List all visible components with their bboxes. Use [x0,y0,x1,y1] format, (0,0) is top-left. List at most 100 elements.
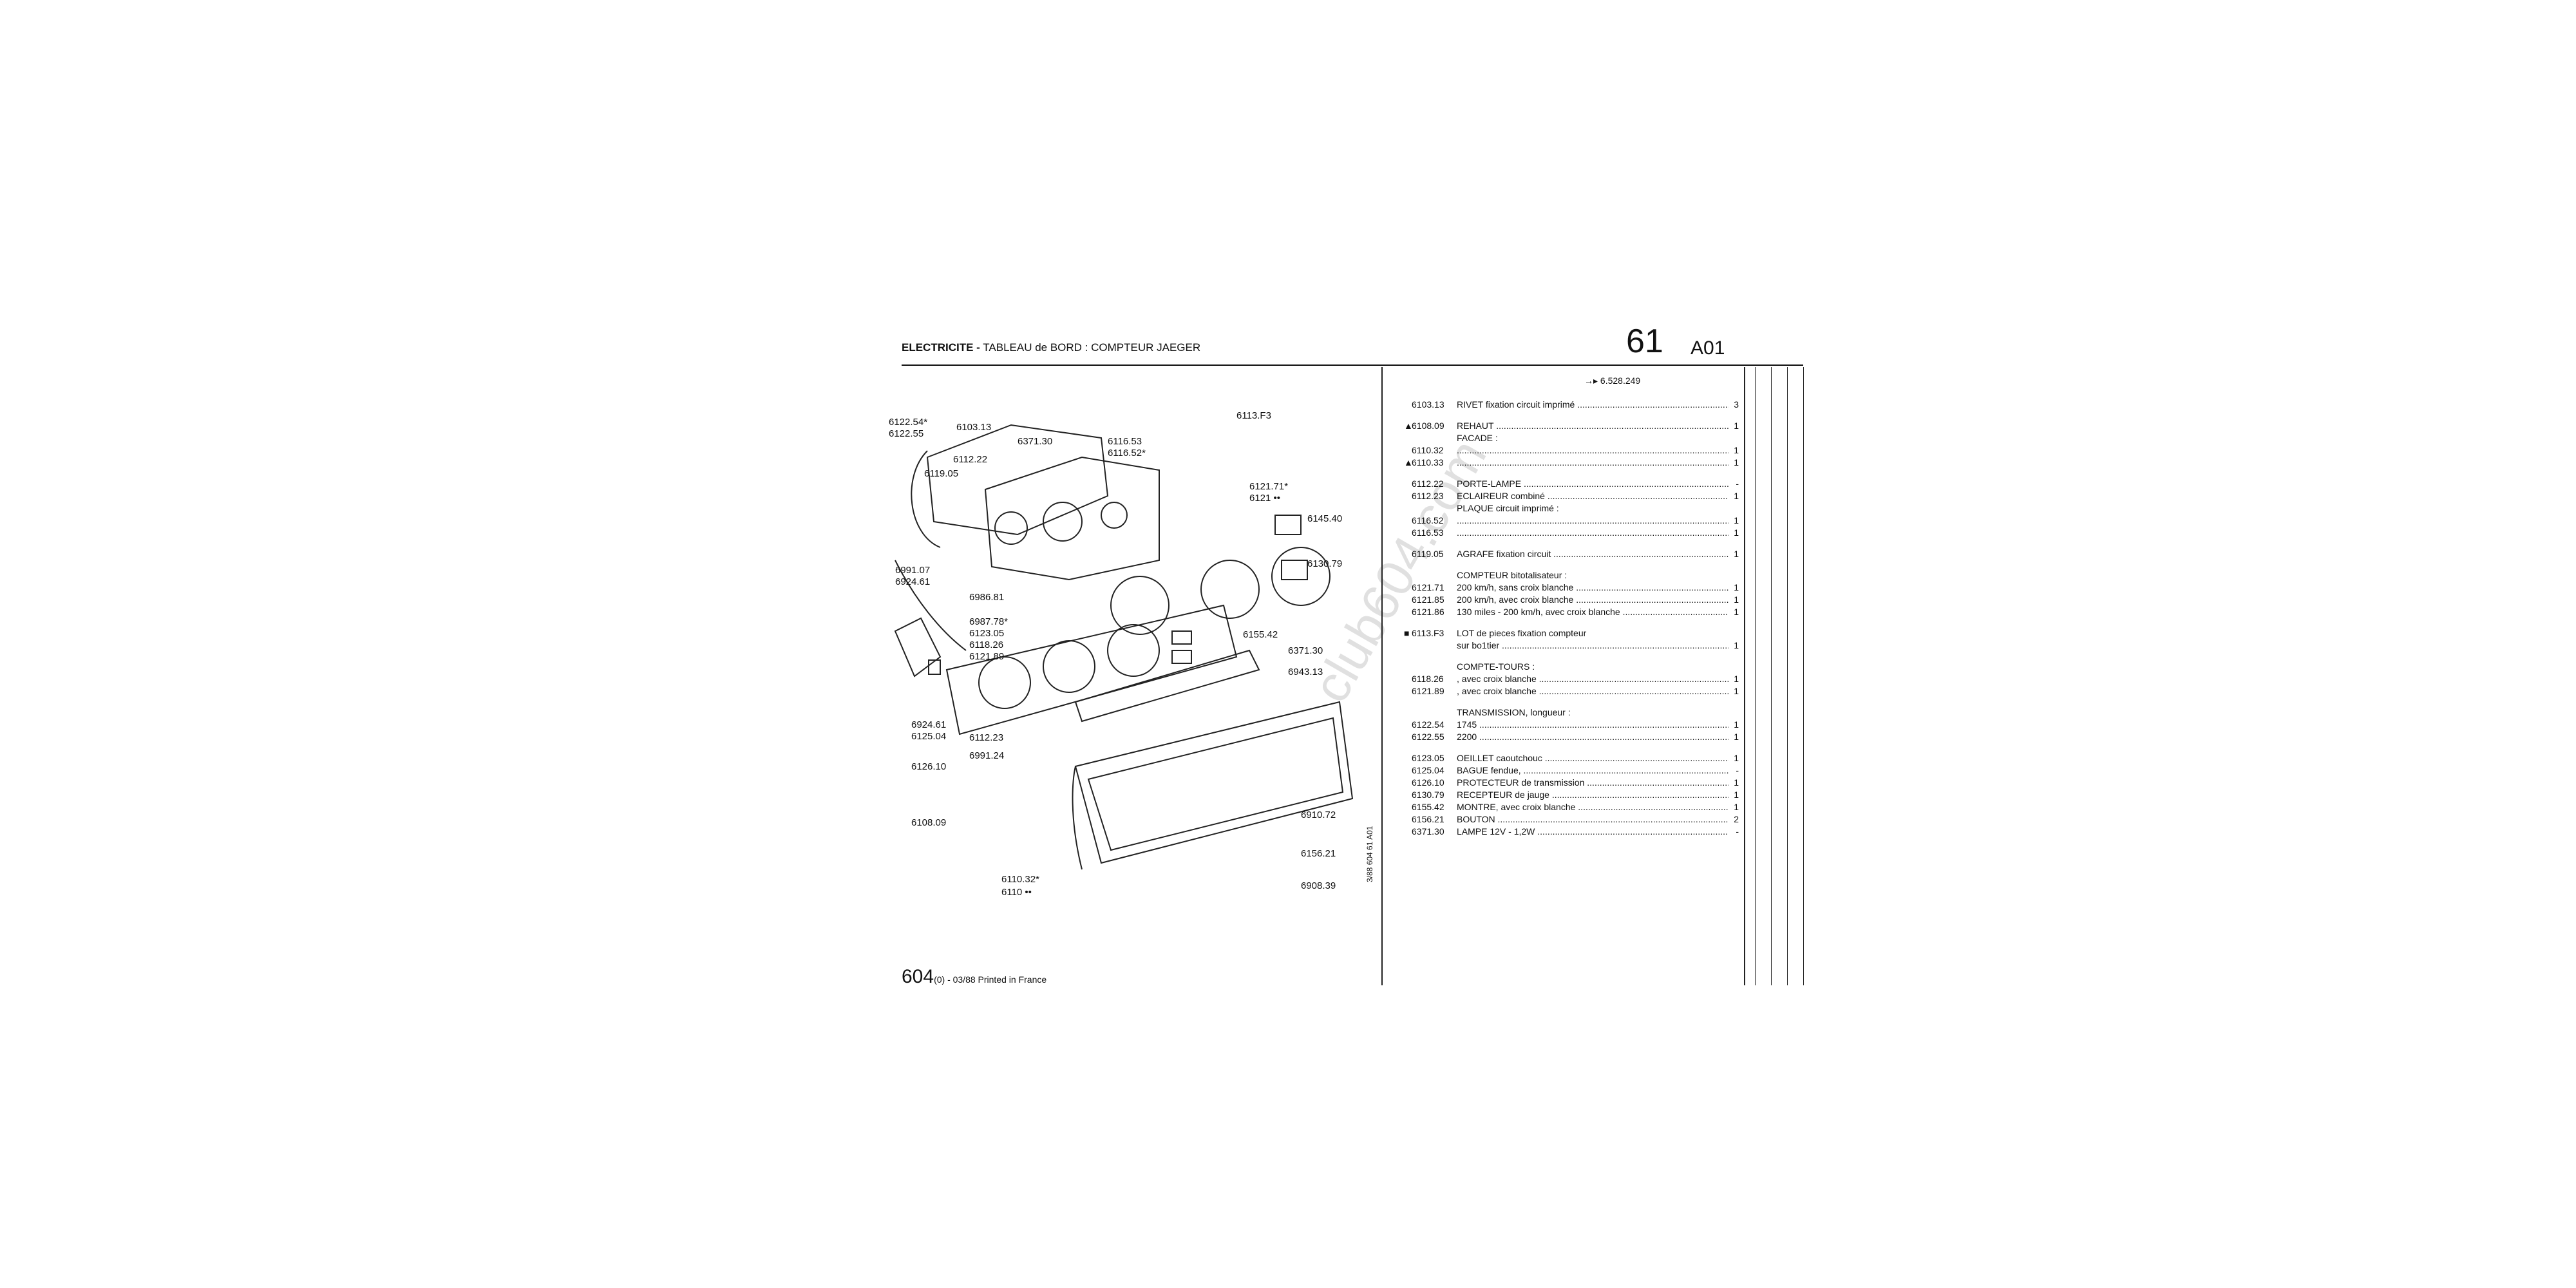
callout-label: 6910.72 [1301,810,1336,820]
row-marker [1404,764,1412,777]
callout-label: 6112.23 [969,732,1003,743]
row-marker [1404,813,1412,826]
part-description [1457,527,1728,539]
parts-row: COMPTEUR bitotalisateur : [1404,569,1739,582]
part-qty: 1 [1734,491,1739,501]
part-description: FACADE : [1457,433,1498,443]
part-description: BOUTON [1457,813,1728,826]
part-description: PORTE-LAMPE [1457,478,1728,490]
parts-row: PLAQUE circuit imprimé : [1404,502,1739,515]
row-marker [1404,548,1412,560]
callout-label: 6103.13 [956,422,991,433]
part-qty [1728,661,1739,673]
catalog-page: ELECTRICITE - TABLEAU de BORD : COMPTEUR… [889,322,1816,1018]
row-gap [1404,697,1739,706]
part-description: REHAUT [1457,420,1728,432]
part-description: PROTECTEUR de transmission [1457,777,1728,789]
callout-label: 6991.24 [969,750,1004,761]
callout-label: 6371.30 [1288,645,1323,656]
part-ref: 6121.85 [1412,594,1444,605]
callout-label: 6924.61 [911,719,946,730]
part-qty: 1 [1734,445,1739,455]
part-ref: 6116.53 [1412,527,1444,538]
part-description: 200 km/h, sans croix blanche [1457,582,1728,594]
part-description: 2200 [1457,731,1728,743]
title-rest: TABLEAU de BORD : COMPTEUR JAEGER [983,341,1201,354]
callout-label: 6130.79 [1307,558,1342,569]
part-ref: 6122.55 [1412,732,1444,742]
callout-label: 6121.71* [1249,481,1288,492]
row-marker [1404,432,1412,444]
part-description: TRANSMISSION, longueur : [1457,707,1571,717]
footer-rest: (0) - 03/88 Printed in France [934,974,1047,985]
part-ref: 6126.10 [1412,777,1444,788]
parts-row: sur bo1tier1 [1404,639,1739,652]
part-qty: 1 [1734,515,1739,526]
column-divider [1803,367,1804,985]
row-marker [1404,444,1412,457]
row-marker [1404,661,1412,673]
row-marker [1404,789,1412,801]
callout-label: 6122.55 [889,428,923,439]
row-marker [1404,731,1412,743]
row-marker [1404,515,1412,527]
parts-row: 6116.521 [1404,515,1739,527]
part-ref: 6121.86 [1412,607,1444,617]
callout-label: 6122.54* [889,417,927,428]
row-marker [1404,478,1412,490]
callout-label: 6991.07 [895,565,930,576]
footer-model: 604 [902,966,934,987]
part-description: , avec croix blanche [1457,673,1728,685]
part-qty [1728,706,1739,719]
part-qty: 1 [1734,549,1739,559]
part-description: LAMPE 12V - 1,2W [1457,826,1728,838]
arrow-icon: →▸ [1584,375,1600,386]
part-ref [1412,502,1457,515]
part-description: RECEPTEUR de jauge [1457,789,1728,801]
part-qty: 1 [1734,594,1739,605]
part-qty: 1 [1734,457,1739,468]
column-divider [1381,367,1383,985]
part-ref: 6110.33 [1412,457,1444,468]
row-marker: ▲ [1404,457,1413,468]
header-ref: 6.528.249 [1600,375,1641,386]
parts-row: ▲6110.33 1 [1404,457,1739,469]
parts-row: 6118.26, avec croix blanche1 [1404,673,1739,685]
part-description: OEILLET caoutchouc [1457,752,1728,764]
callout-label: 6371.30 [1018,436,1052,447]
part-qty: 1 [1734,802,1739,812]
part-description: ECLAIREUR combiné [1457,490,1728,502]
parts-row: TRANSMISSION, longueur : [1404,706,1739,719]
callout-label: 6112.22 [953,454,987,465]
row-marker [1404,685,1412,697]
callout-label: 6121 •• [1249,493,1280,504]
side-code: 3/88 604 61 A01 [1365,826,1374,882]
part-qty: - [1736,765,1739,775]
part-qty [1728,432,1739,444]
part-ref: 6156.21 [1412,814,1444,824]
part-ref: 6121.71 [1412,582,1444,592]
row-gap [1404,560,1739,569]
part-description [1457,444,1728,457]
part-description: RIVET fixation circuit imprimé [1457,399,1728,411]
part-ref [1412,706,1457,719]
part-qty: 1 [1734,421,1739,431]
callout-label: 6125.04 [911,731,946,742]
diagram-svg: 6103.13 6122.54* 6122.55 6112.22 6371.30… [889,410,1354,898]
callout-label: 6986.81 [969,592,1004,603]
row-marker: ■ [1404,628,1410,638]
row-marker [1404,594,1412,606]
exploded-diagram: 6103.13 6122.54* 6122.55 6112.22 6371.30… [889,367,1378,947]
parts-row: 6156.21BOUTON2 [1404,813,1739,826]
parts-row: COMPTE-TOURS : [1404,661,1739,673]
title-bold: ELECTRICITE - [902,341,980,354]
callout-label: 6121.89 [969,651,1004,662]
part-description: , avec croix blanche [1457,685,1728,697]
